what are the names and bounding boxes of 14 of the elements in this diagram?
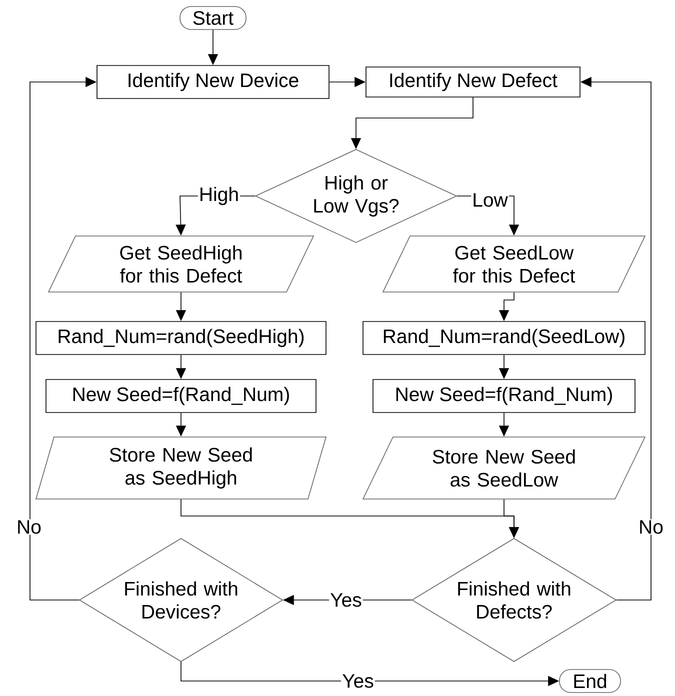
process-box: Rand_Num=rand(SeedHigh) [36, 321, 326, 355]
process-box: Rand_Num=rand(SeedLow) [362, 321, 646, 355]
terminal-box: End [559, 669, 621, 693]
edge-label: Yes [341, 673, 375, 689]
process-box: Identify New Defect [366, 66, 580, 98]
process-box: New Seed=f(Rand_Num) [372, 379, 636, 413]
edge-label: Yes [329, 592, 363, 608]
terminal-box: Start [180, 6, 246, 30]
edge-label: No [638, 519, 664, 535]
edge-label: High [198, 186, 240, 206]
edge-label: No [16, 519, 42, 535]
process-box: Identify New Device [96, 65, 330, 99]
edge-label: Low [471, 192, 509, 208]
process-box: New Seed=f(Rand_Num) [46, 379, 316, 413]
